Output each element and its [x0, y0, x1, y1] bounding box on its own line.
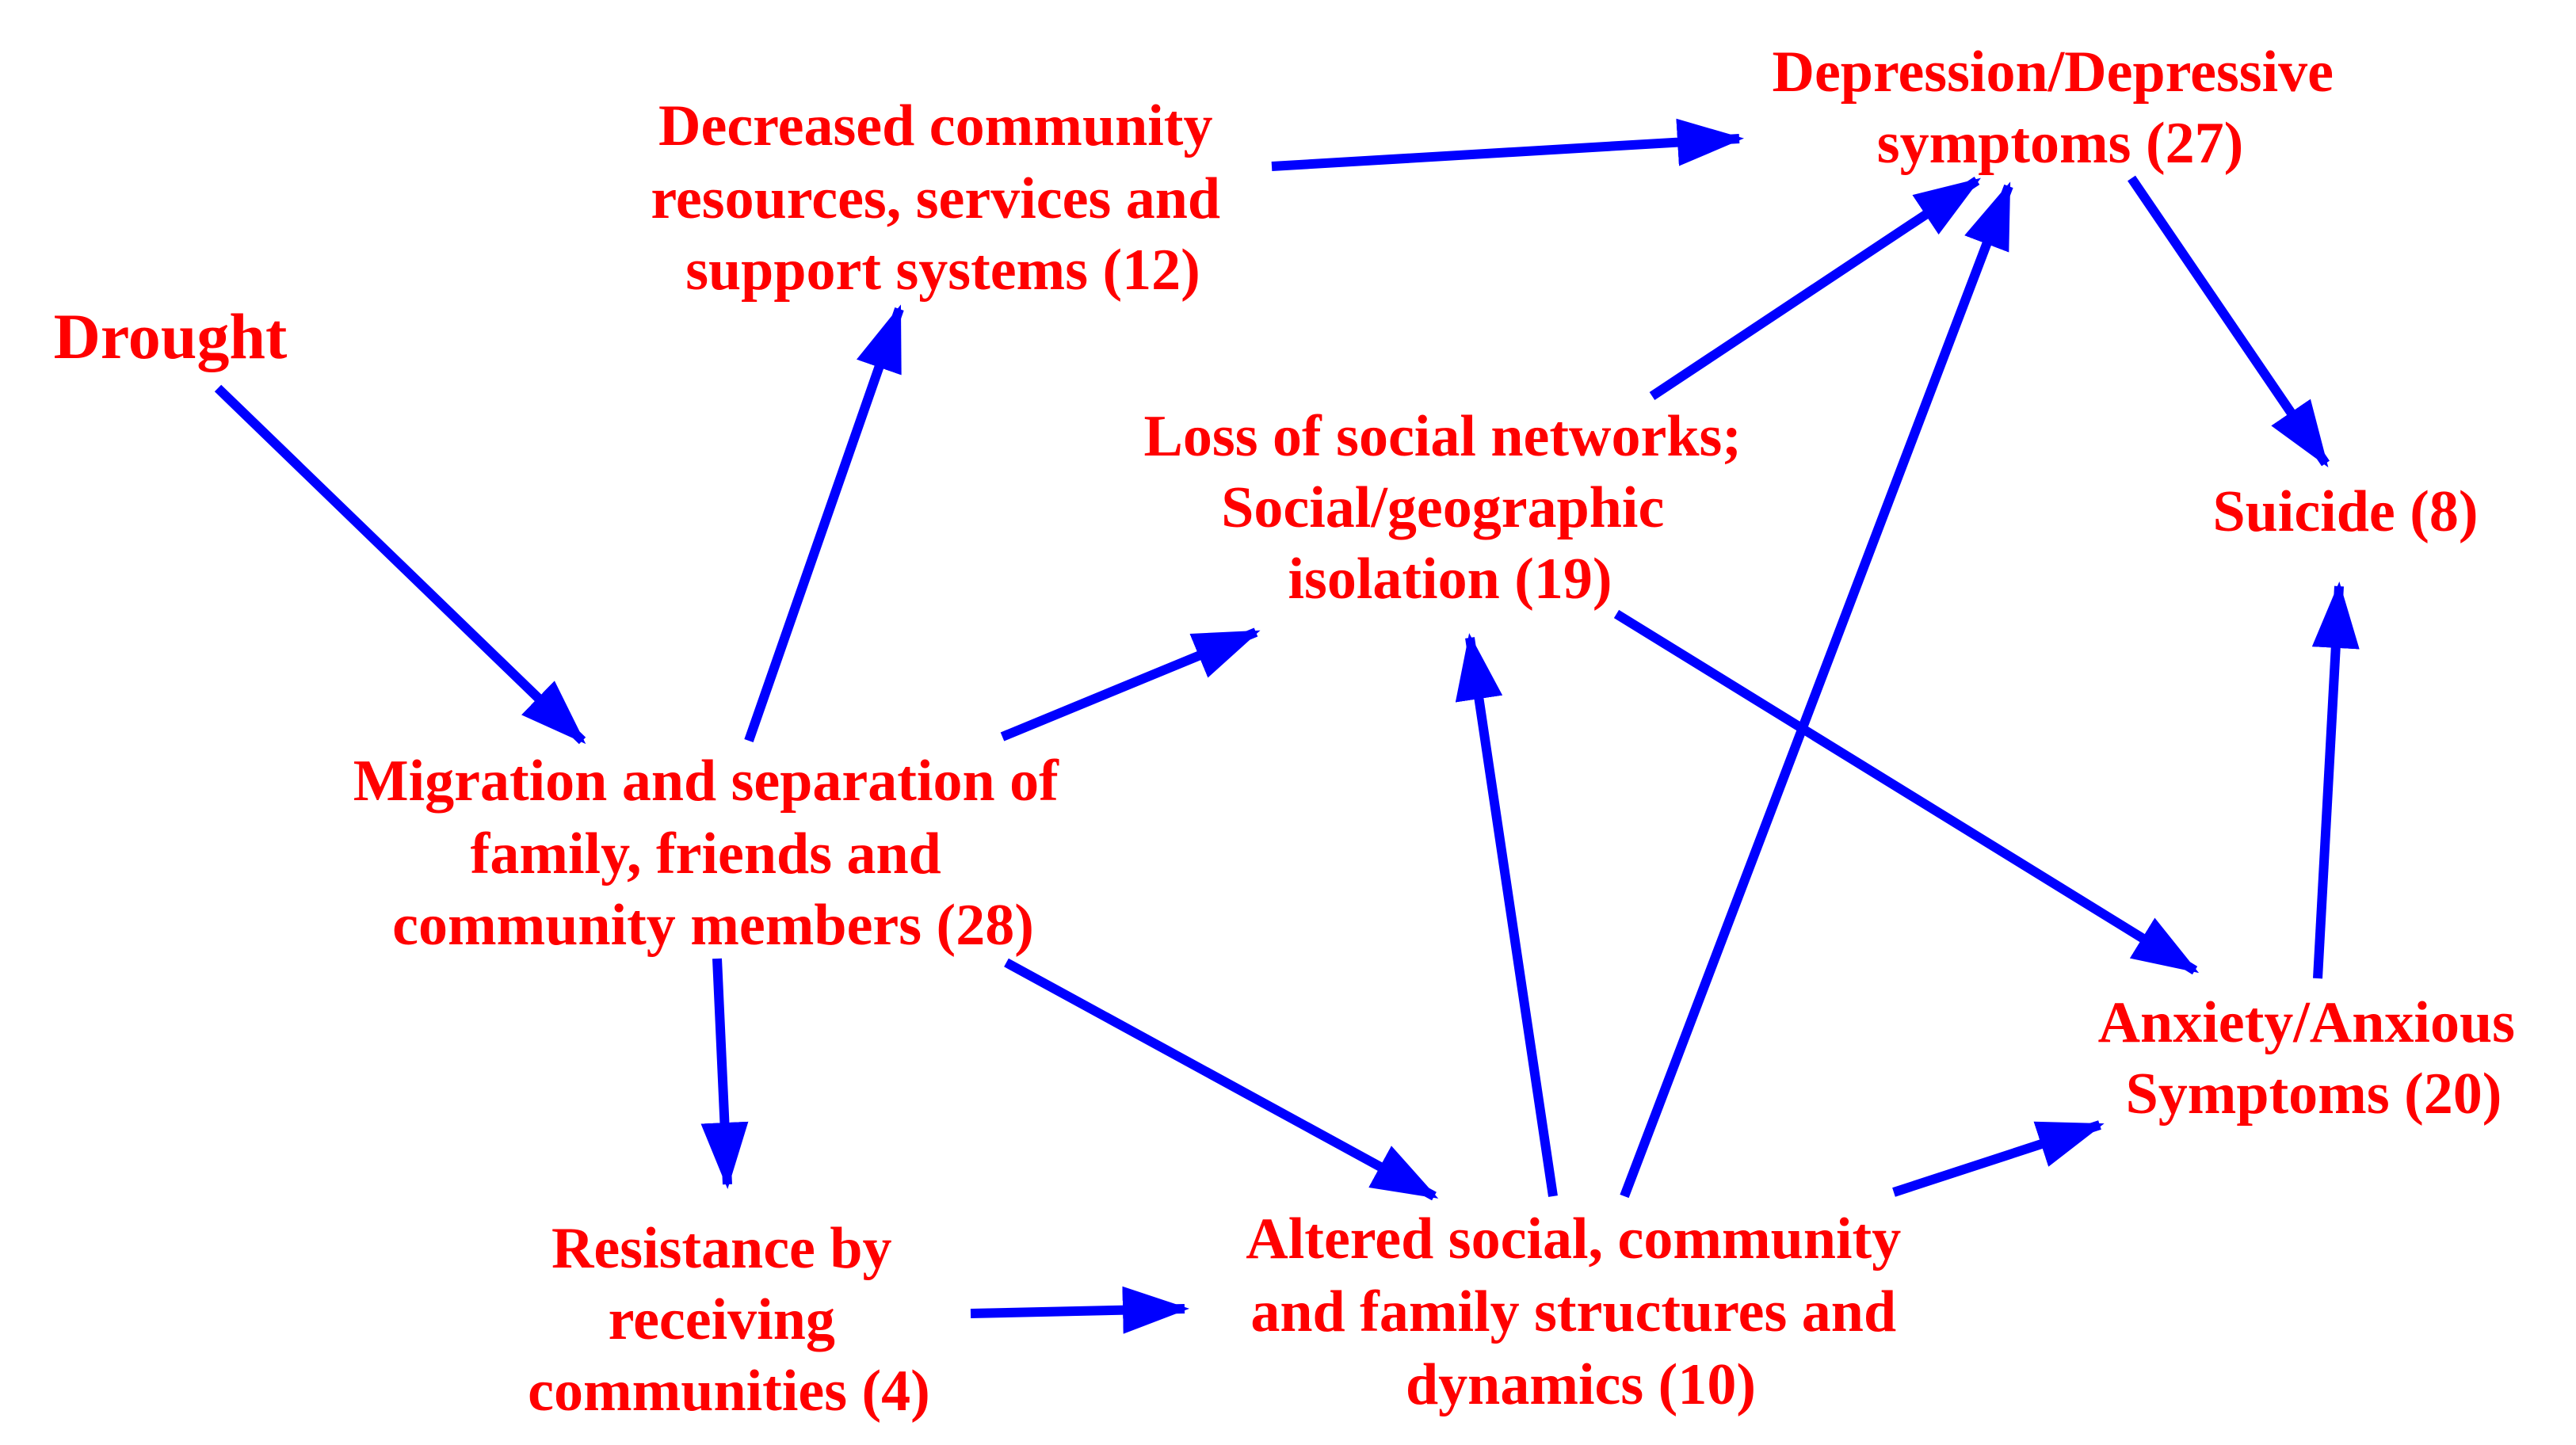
node-loss-networks-line: isolation (19)	[1288, 547, 1612, 612]
arrow-loss-networks-to-anxiety	[1613, 609, 2200, 975]
arrow-depression-to-suicide	[2128, 175, 2330, 467]
node-loss-networks-line: Social/geographic	[1221, 475, 1664, 540]
node-migration-line: community members (28)	[392, 893, 1034, 958]
node-loss-networks: Loss of social networks; Social/geograph…	[1144, 404, 1757, 612]
node-depression-line: symptoms (27)	[1877, 111, 2243, 176]
node-depression-line: Depression/Depressive	[1773, 40, 2334, 105]
arrow-altered-structures-to-depression	[1620, 181, 2013, 1199]
node-altered-structures-line: and family structures and	[1250, 1279, 1896, 1344]
arrow-loss-networks-to-depression	[1649, 177, 1981, 400]
arrow-migration-to-decreased-resources	[744, 304, 904, 742]
node-migration-line: family, friends and	[471, 822, 941, 886]
arrow-altered-structures-to-anxiety	[1892, 1120, 2105, 1197]
arrow-migration-to-loss-networks	[1000, 627, 1261, 742]
node-decreased-resources: Decreased community resources, services …	[651, 93, 1235, 303]
arrow-anxiety-to-suicide	[2311, 581, 2360, 979]
node-altered-structures-line: dynamics (10)	[1406, 1352, 1756, 1417]
node-altered-structures-line: Altered social, community	[1246, 1207, 1901, 1272]
node-anxiety-line: Symptoms (20)	[2126, 1062, 2502, 1127]
arrow-migration-to-altered-structures	[1004, 958, 1439, 1201]
node-suicide-line: Suicide (8)	[2212, 479, 2478, 544]
node-altered-structures: Altered social, community and family str…	[1246, 1207, 1915, 1417]
node-anxiety: Anxiety/Anxious Symptoms (20)	[2098, 990, 2530, 1127]
node-resistance-line: Resistance by	[551, 1216, 892, 1281]
node-migration: Migration and separation of family, frie…	[353, 749, 1074, 958]
arrow-decreased-resources-to-depression	[1271, 118, 1744, 171]
node-decreased-resources-line: support systems (12)	[685, 238, 1200, 303]
node-resistance-line: communities (4)	[528, 1359, 930, 1424]
node-drought-line: Drought	[54, 300, 288, 372]
node-resistance-line: receiving	[609, 1287, 835, 1352]
node-migration-line: Migration and separation of	[353, 749, 1059, 814]
edges-layer	[214, 118, 2360, 1334]
node-loss-networks-line: Loss of social networks;	[1144, 404, 1742, 469]
arrow-resistance-to-altered-structures	[970, 1286, 1189, 1334]
node-suicide: Suicide (8)	[2212, 479, 2478, 544]
arrow-drought-to-migration	[214, 384, 586, 745]
node-depression: Depression/Depressive symptoms (27)	[1773, 40, 2349, 176]
nodes-layer: Drought Decreased community resources, s…	[54, 40, 2530, 1424]
node-drought: Drought	[54, 300, 288, 372]
arrow-altered-structures-to-loss-networks	[1455, 633, 1558, 1197]
node-decreased-resources-line: resources, services and	[651, 166, 1220, 231]
node-anxiety-line: Anxiety/Anxious	[2098, 990, 2515, 1055]
arrow-migration-to-resistance	[700, 958, 749, 1189]
node-resistance: Resistance by receiving communities (4)	[528, 1216, 930, 1424]
node-decreased-resources-line: Decreased community	[658, 93, 1212, 158]
